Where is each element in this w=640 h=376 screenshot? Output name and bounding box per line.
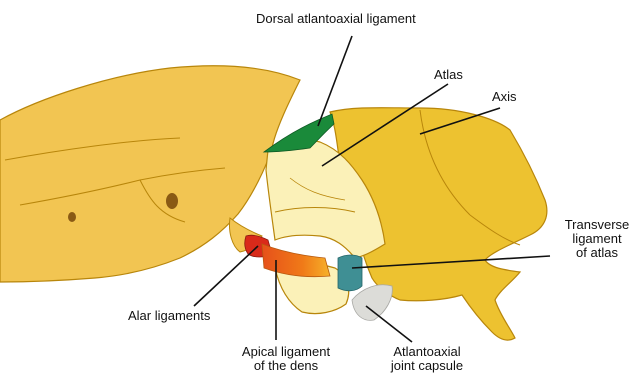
label-line: of the dens	[226, 359, 346, 373]
skull-foramen	[68, 212, 76, 222]
label-alar-ligaments: Alar ligaments	[128, 309, 210, 323]
apical-ligament	[262, 244, 330, 277]
label-atlantoaxial-joint-capsule: Atlantoaxial joint capsule	[374, 345, 480, 373]
label-transverse-ligament: Transverse ligament of atlas	[556, 218, 638, 260]
label-line: of atlas	[556, 246, 638, 260]
atlantoaxial-joint-capsule	[352, 285, 392, 321]
skull-foramen	[166, 193, 178, 209]
leader-alar-ligaments	[194, 246, 258, 306]
label-dorsal-atlantoaxial-ligament: Dorsal atlantoaxial ligament	[256, 12, 416, 26]
label-line: joint capsule	[374, 359, 480, 373]
label-line: Transverse	[556, 218, 638, 232]
label-axis: Axis	[492, 90, 517, 104]
label-atlas: Atlas	[434, 68, 463, 82]
transverse-ligament	[338, 255, 362, 291]
label-line: Atlantoaxial	[374, 345, 480, 359]
label-line: Apical ligament	[226, 345, 346, 359]
label-line: ligament	[556, 232, 638, 246]
label-apical-ligament: Apical ligament of the dens	[226, 345, 346, 373]
leader-joint-capsule	[366, 306, 412, 342]
